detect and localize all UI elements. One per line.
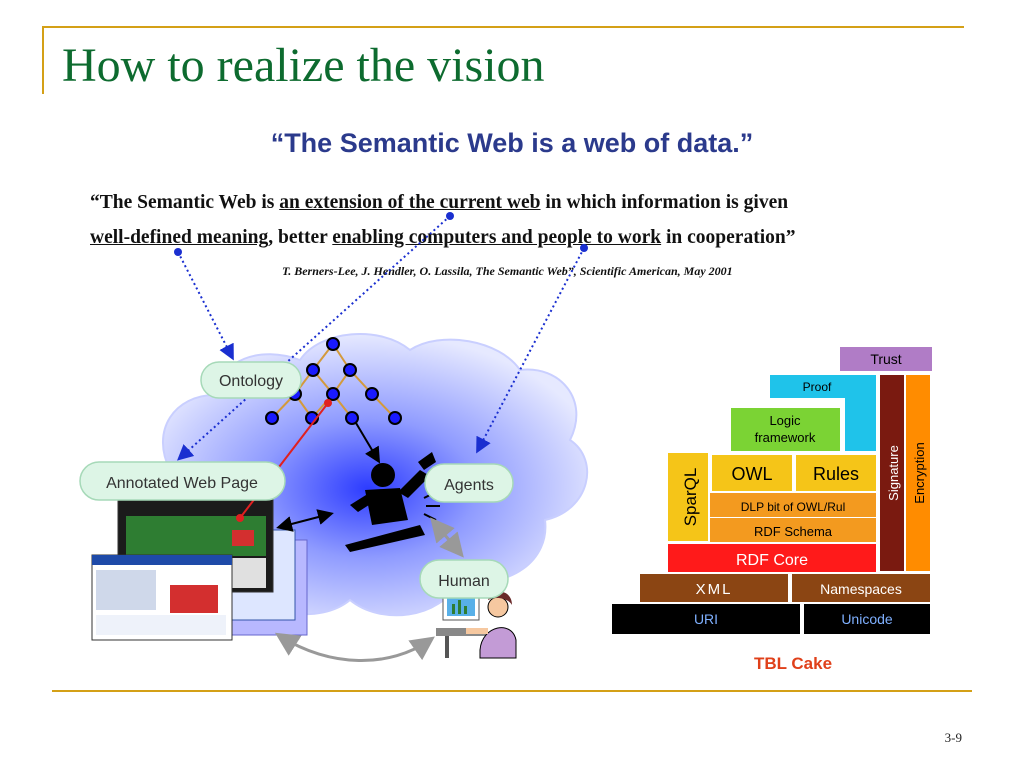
cake-layer-trust — [840, 347, 932, 371]
cake-layer-rules — [796, 455, 876, 491]
left-rule — [42, 26, 44, 94]
cake-layer-encryption — [906, 375, 930, 571]
citation: T. Berners-Lee, J. Hendler, O. Lassila, … — [282, 264, 733, 278]
web-pages-stack — [91, 496, 308, 641]
agents-label: Agents — [444, 477, 494, 494]
agents-pill: Agents — [424, 463, 514, 503]
cake-label-dlp: DLP bit of OWL/Rul — [741, 500, 845, 514]
slide-subtitle: “The Semantic Web is a web of data.” — [270, 128, 754, 158]
cake-label-owl: OWL — [731, 464, 772, 484]
blue-dotted-connectors — [177, 215, 585, 461]
gray-arrows — [274, 517, 464, 662]
cake-layer-rdf-core — [668, 544, 876, 572]
cake-layer-uri — [612, 604, 800, 634]
slide-title: How to realize the vision — [62, 39, 545, 92]
quote-underlined-text: well-defined meaning — [90, 227, 269, 248]
annotated-web-page-pill: Annotated Web Page — [79, 461, 286, 501]
quote-line-1: “The Semantic Web is an extension of the… — [90, 192, 788, 214]
cake-label-trust: Trust — [870, 351, 901, 367]
cake-label-unicode: Unicode — [841, 611, 893, 627]
cake-caption: TBL Cake — [754, 654, 832, 673]
agent-icon — [345, 452, 440, 552]
tbl-cake: URI Unicode XML Namespaces RDF Core RDF … — [612, 347, 932, 673]
cake-layer-namespaces — [792, 574, 930, 602]
cake-layer-signature — [880, 375, 904, 571]
cake-layer-sparql — [668, 453, 708, 541]
human-label: Human — [438, 573, 490, 590]
cake-layer-owl — [712, 455, 792, 491]
bottom-rule — [52, 690, 972, 692]
cake-layer-xml — [640, 574, 788, 602]
cake-layer-dlp — [710, 493, 876, 517]
quote-text: , better — [268, 227, 333, 248]
top-rule — [42, 26, 964, 28]
quote-text: in cooperation” — [661, 227, 796, 248]
cake-label-sparql: SparQL — [681, 468, 700, 527]
page-number: 3-9 — [944, 730, 962, 745]
cake-label-xml: XML — [696, 581, 733, 598]
black-arrows — [276, 422, 381, 532]
cake-label-uri: URI — [694, 611, 718, 627]
cake-layer-rdf-schema — [710, 518, 876, 542]
cake-label-rdf-schema: RDF Schema — [754, 524, 833, 539]
cake-label-rules: Rules — [813, 464, 859, 484]
ontology-label: Ontology — [219, 373, 283, 390]
cake-label-proof: Proof — [803, 380, 832, 394]
quote-underlined-text: an extension of the current web — [279, 192, 541, 213]
cake-label-logic-2: framework — [755, 430, 816, 445]
cake-label-rdf-core: RDF Core — [736, 552, 808, 569]
cake-label-encryption: Encryption — [912, 442, 927, 503]
cake-label-signature: Signature — [886, 445, 901, 501]
quote-text: “The Semantic Web is — [90, 192, 280, 213]
ontology-pill: Ontology — [200, 361, 302, 399]
cake-label-logic-1: Logic — [769, 413, 801, 428]
cake-layer-logic — [731, 408, 840, 451]
annotated-web-page-label: Annotated Web Page — [106, 475, 258, 492]
quote-underlined-text: enabling computers and people to work — [332, 227, 662, 248]
human-pill: Human — [419, 559, 509, 599]
cake-layer-proof — [770, 375, 876, 451]
quote-text: in which information is given — [540, 192, 789, 213]
quote-line-2: well-defined meaning, better enabling co… — [90, 227, 795, 249]
connector-dots — [174, 212, 588, 256]
cake-layer-unicode — [804, 604, 930, 634]
cake-label-namespaces: Namespaces — [820, 581, 902, 597]
human-icon — [436, 591, 517, 659]
